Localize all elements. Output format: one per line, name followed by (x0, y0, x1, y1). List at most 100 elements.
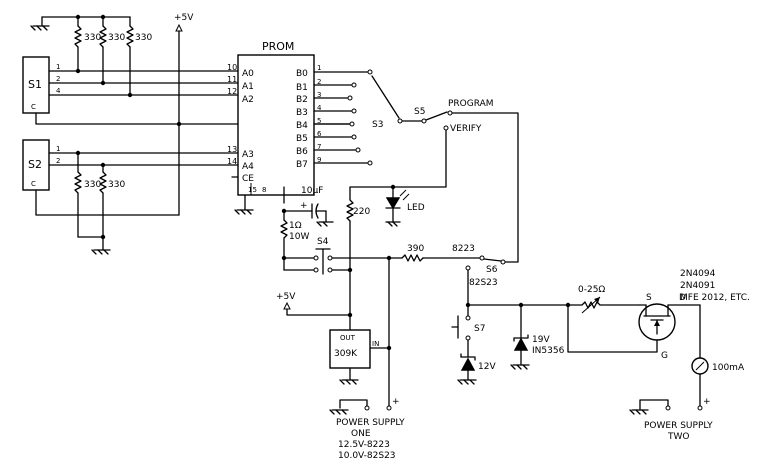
s5-label: S5 (414, 107, 425, 117)
prom-pin-11: 11 (227, 75, 237, 84)
prom-chip: PROM 10 11 12 13 14 A0 A1 A2 A3 A4 CE 15… (227, 40, 322, 196)
pullup-resistor-1: 330 (74, 16, 101, 72)
psu1-plus: + (392, 397, 400, 407)
prom-pin-3: 3 (317, 91, 321, 99)
s5-switch: S5 PROGRAM VERIFY (349, 99, 519, 263)
psu1-title: POWER SUPPLY (336, 418, 405, 428)
prom-pin-10: 10 (227, 63, 237, 72)
res-220-label: 220 (353, 207, 370, 217)
resistor-1ohm: 1Ω 10W (280, 210, 309, 271)
prom-pin-9: 9 (317, 156, 321, 164)
pullup-resistor-2: 330 (99, 16, 125, 84)
res-1ohm-power: 10W (289, 232, 309, 242)
prom-b5: B5 (296, 134, 308, 144)
pullup-2-label: 330 (108, 33, 125, 43)
regulator-feed: +5V (276, 257, 392, 407)
prom-b7: B7 (296, 160, 308, 170)
power-supply-one: + POWER SUPPLY ONE 12.5V-8223 10.0V-82S2… (329, 397, 405, 461)
reg-part-label: 309K (334, 349, 358, 359)
s2-common-label: C (31, 180, 36, 188)
s1-pin-1: 1 (56, 63, 60, 71)
s6-switch: 8223 S6 82S23 (452, 244, 506, 306)
s6-label: S6 (486, 265, 498, 275)
prom-a0: A0 (242, 69, 254, 79)
s4-label: S4 (317, 237, 329, 247)
psu1-sub: ONE (351, 429, 371, 439)
prom-pin-1: 1 (317, 64, 321, 72)
prom-pin-12: 12 (227, 87, 237, 96)
prom-b0: B0 (296, 69, 308, 79)
s7-switch: S7 (451, 302, 569, 358)
zener-19v: 19V IN5356 (510, 302, 565, 370)
psu1-volt-8223: 12.5V-8223 (338, 440, 390, 450)
s1-pin-2: 2 (56, 75, 60, 83)
s2-label: S2 (28, 158, 42, 171)
s5-program-label: PROGRAM (448, 99, 494, 109)
zener-19v-label: 19V (532, 335, 550, 345)
s7-label: S7 (474, 324, 485, 334)
prom-pin-4: 4 (317, 104, 322, 112)
prom-pin-6: 6 (317, 130, 322, 138)
led-label: LED (407, 203, 425, 213)
prom-a3: A3 (242, 150, 254, 160)
prom-a2: A2 (242, 95, 254, 105)
psu2-sub: TWO (667, 432, 689, 442)
reg-out-label: OUT (340, 334, 356, 342)
pullup-1-label: 330 (84, 33, 101, 43)
potentiometer: 0-25Ω (565, 285, 641, 353)
label-8223: 8223 (452, 244, 475, 254)
s1-label: S1 (28, 78, 42, 91)
zener-12v: 12V (457, 353, 496, 385)
switch-s2: S2 1 2 C (22, 139, 239, 216)
fet-part-3: MFE 2012, ETC. (680, 293, 750, 303)
s2-res-1-label: 330 (84, 180, 101, 190)
reg-in-label: IN (372, 340, 379, 348)
zener-19v-part: IN5356 (532, 346, 565, 356)
s2-pin-2: 2 (56, 157, 60, 165)
capacitor-10uf: 10µF + (281, 186, 334, 227)
prom-ground (234, 194, 254, 215)
fet-g-label: G (661, 351, 668, 361)
top-ground-bus (30, 14, 131, 31)
prom-b1: B1 (296, 83, 308, 93)
prom-b6: B6 (296, 147, 308, 157)
prom-pin-14: 14 (227, 157, 237, 166)
prom-ce: CE (242, 174, 254, 184)
s5-verify-label: VERIFY (450, 124, 482, 134)
prom-a4: A4 (242, 162, 254, 172)
prom-title: PROM (262, 40, 294, 53)
s1-common-label: C (31, 103, 36, 111)
regulator-309k: OUT IN 309K (329, 329, 379, 385)
s3-rotary-switch: S3 (313, 69, 403, 166)
prom-pin-8: 8 (262, 186, 266, 194)
s1-pin-4: 4 (56, 87, 61, 95)
prom-pin-15: 15 (248, 186, 257, 194)
ammeter: 100mA (691, 304, 745, 407)
psu2-title: POWER SUPPLY (644, 421, 713, 431)
pullup-3-label: 330 (135, 33, 152, 43)
prom-b3: B3 (296, 108, 308, 118)
plus5v-label: +5V (174, 13, 194, 23)
fet-transistor: S D G 2N4094 2N4091 MFE 2012, ETC. (638, 269, 750, 361)
meter-label: 100mA (712, 363, 745, 373)
prom-pin-7: 7 (317, 143, 321, 151)
fet-s-label: S (646, 293, 652, 303)
power-supply-two: + POWER SUPPLY TWO (629, 397, 713, 442)
s2-pin-1: 1 (56, 145, 60, 153)
resistor-220: 220 (346, 199, 370, 341)
prom-pin-2: 2 (317, 78, 321, 86)
fet-part-1: 2N4094 (680, 269, 716, 279)
res-390-label: 390 (407, 244, 424, 254)
psu2-plus: + (703, 397, 711, 407)
s3-label: S3 (372, 120, 383, 130)
prom-pin-13: 13 (227, 145, 237, 154)
res-1ohm-label: 1Ω (289, 221, 302, 231)
prom-pin-5: 5 (317, 117, 321, 125)
s2-pulldown-resistors: 330 330 (74, 152, 125, 255)
fet-d-label: D (679, 293, 686, 303)
psu1-volt-82s23: 10.0V-82S23 (338, 451, 396, 461)
led: LED (385, 184, 425, 227)
s4-switch: S4 (281, 237, 403, 275)
s2-res-2-label: 330 (108, 180, 125, 190)
